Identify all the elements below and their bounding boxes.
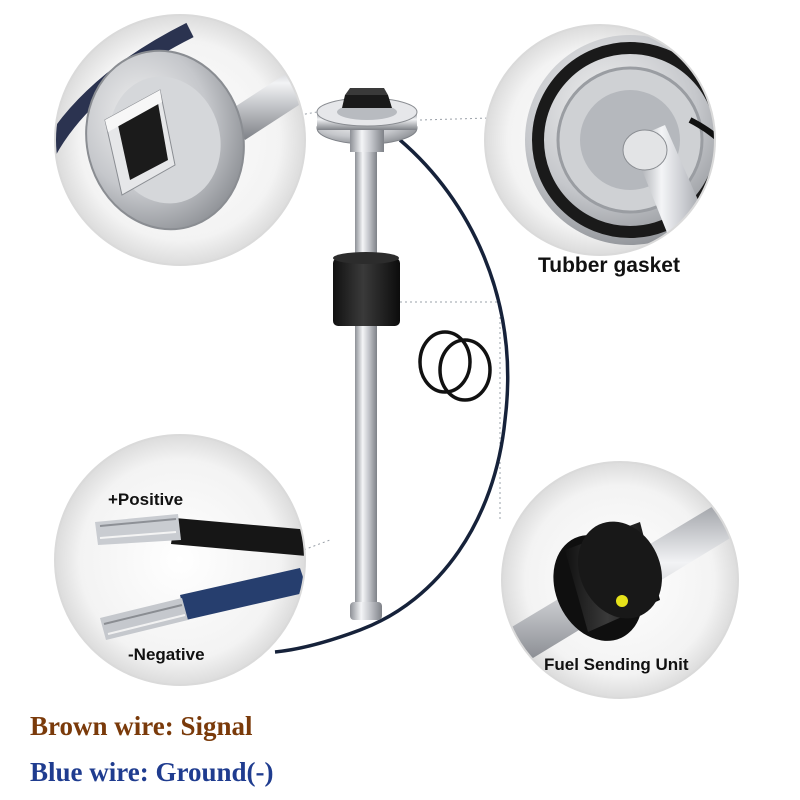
gasket-label: Tubber gasket — [538, 254, 680, 277]
float-indicator-dot — [616, 595, 628, 607]
detail-bottom-left — [54, 434, 306, 686]
detail-bottom-right — [501, 461, 739, 699]
signal-cable — [274, 138, 510, 654]
brown-wire-legend: Brown wire: Signal — [30, 711, 253, 741]
detail-top-left — [54, 14, 306, 266]
float — [333, 258, 400, 326]
leader-lines — [289, 107, 501, 556]
negative-wire-label: -Negative — [128, 645, 205, 664]
detail-top-right — [484, 24, 716, 256]
sensor-main — [274, 88, 510, 654]
steel-rod — [355, 150, 377, 620]
fuel-unit-label: Fuel Sending Unit — [544, 655, 689, 674]
o-ring-1 — [418, 330, 472, 394]
o-ring-2 — [438, 338, 492, 402]
positive-wire-label: +Positive — [108, 490, 184, 509]
blue-wire-legend: Blue wire: Ground(-) — [30, 757, 274, 787]
